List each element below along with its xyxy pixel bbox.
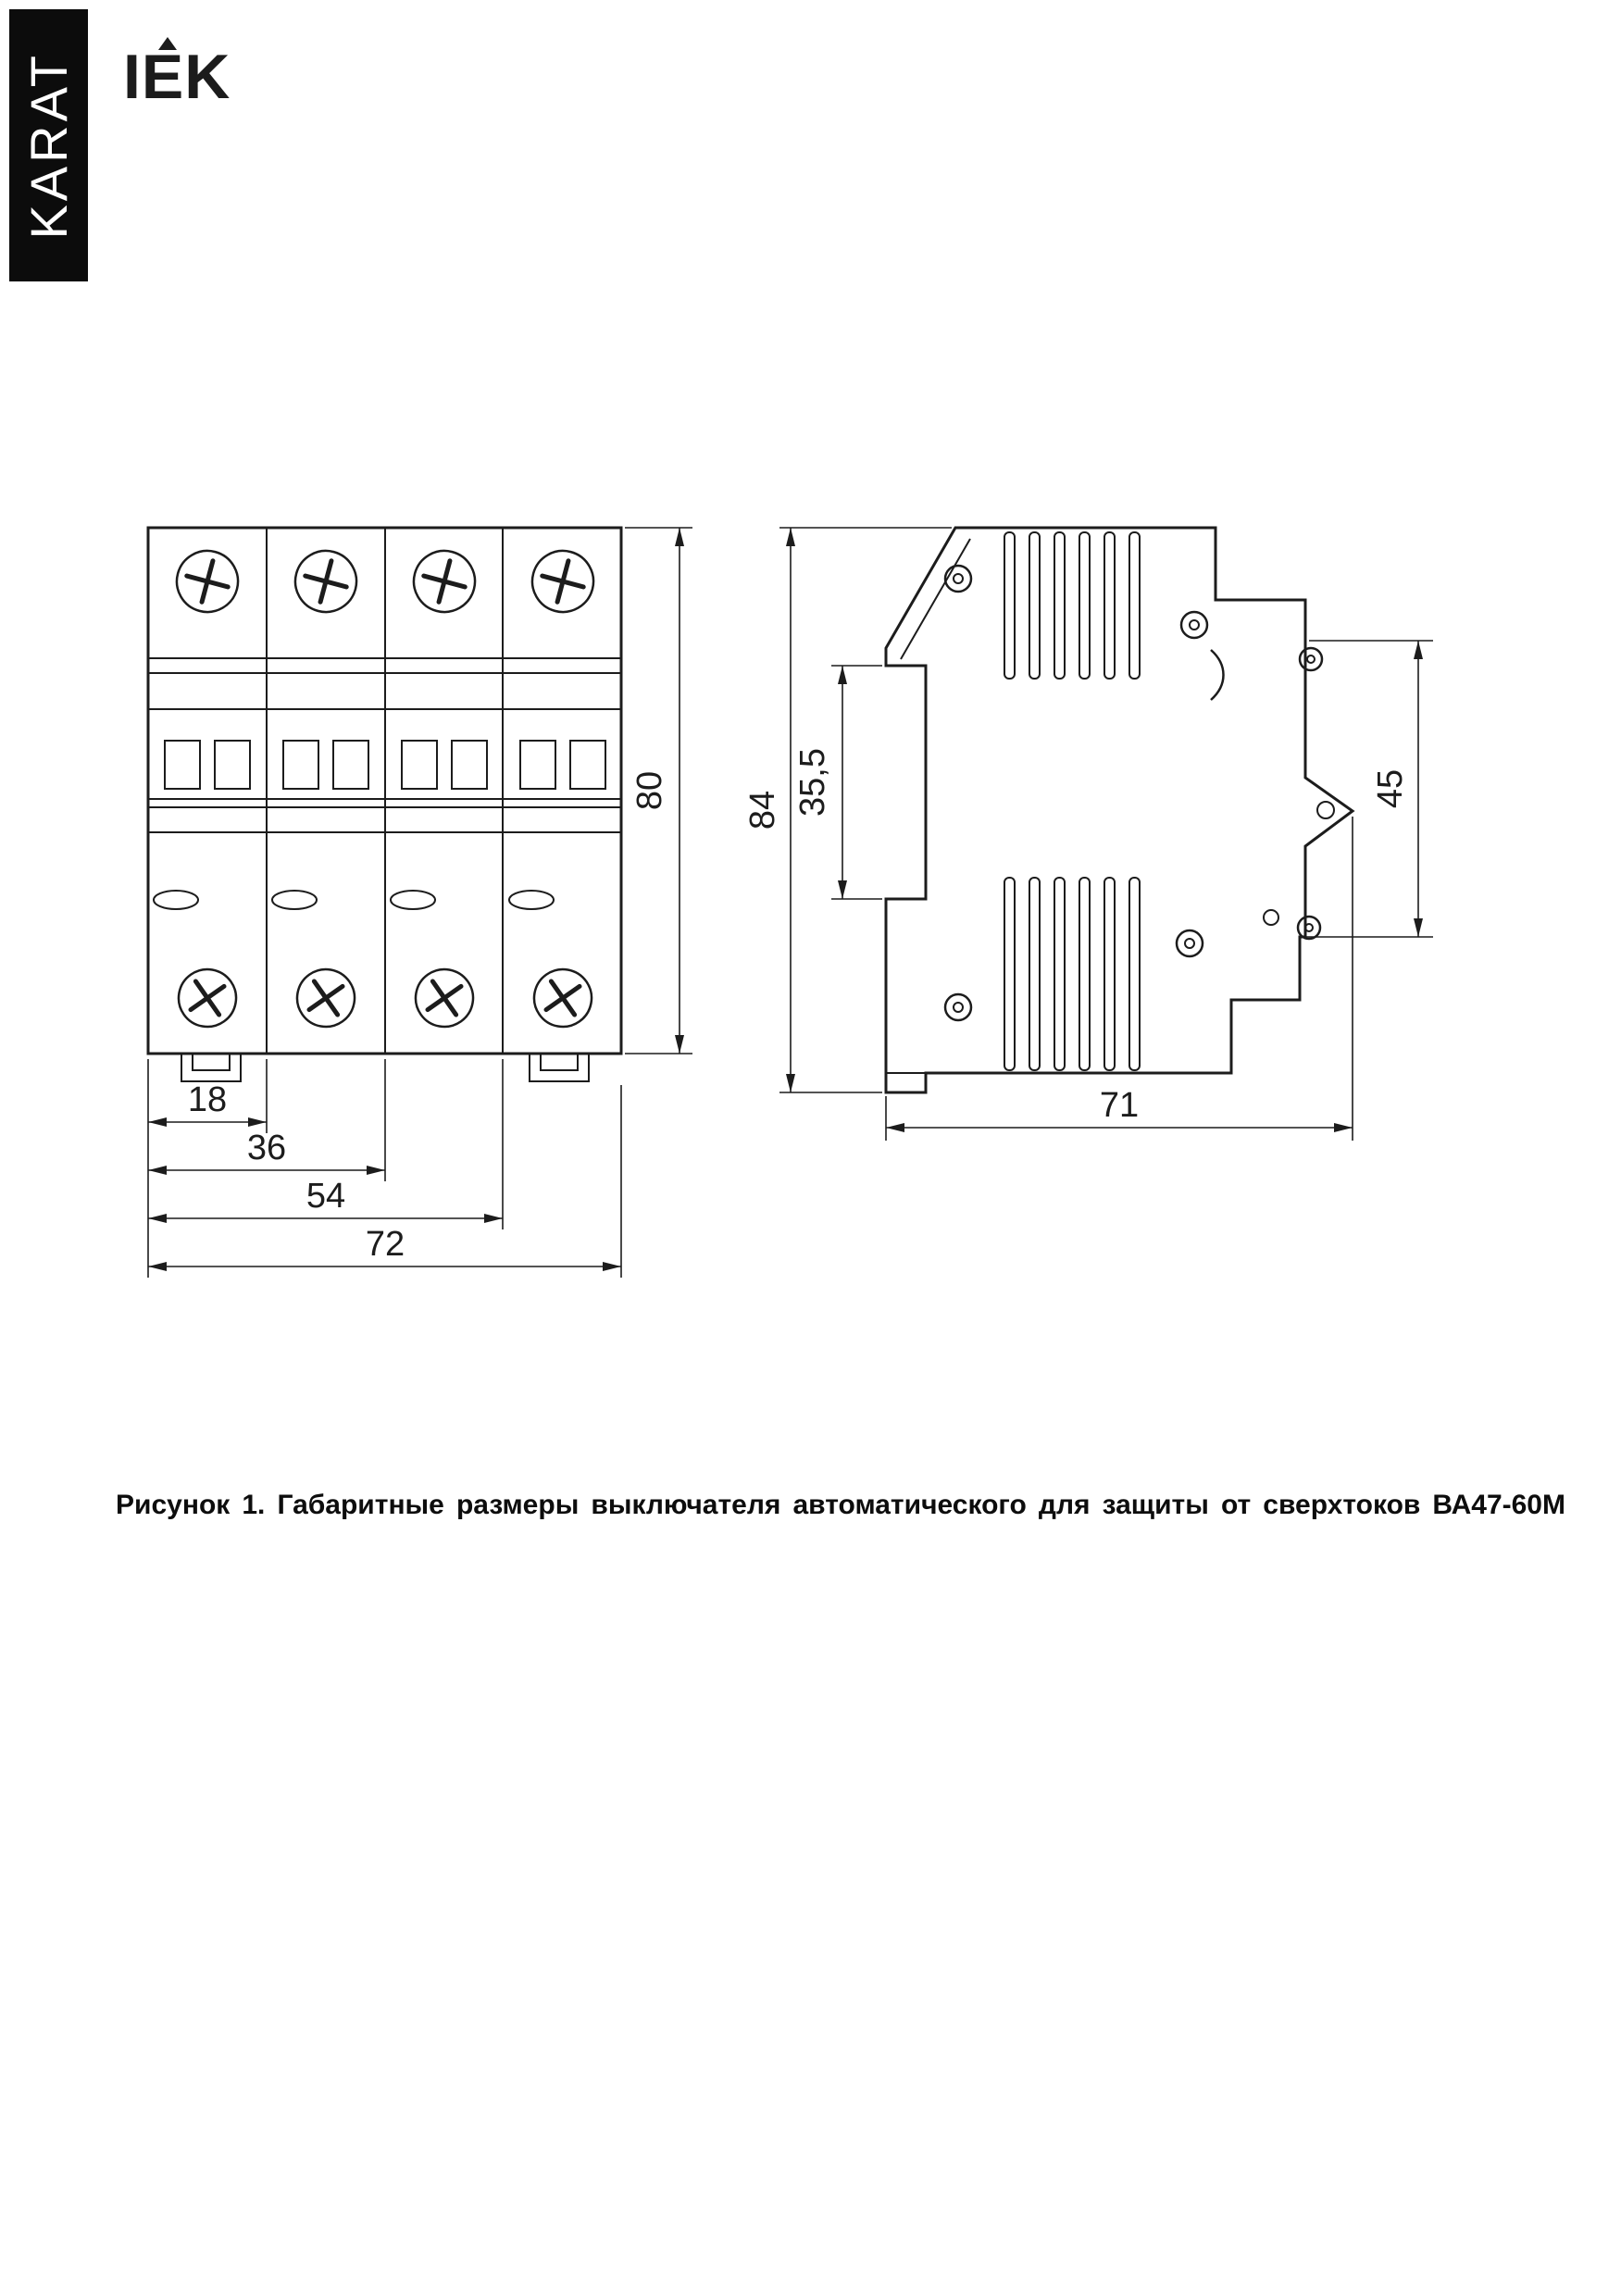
dim-label-84: 84: [743, 791, 782, 830]
dim-latch-45: 45: [1303, 640, 1433, 938]
terminal-screw: [414, 967, 475, 1029]
bottom-terminal-screws: [177, 967, 593, 1029]
dim-height-80: 80: [625, 527, 692, 1054]
terminal-screw: [293, 549, 358, 614]
case-rivets: [943, 564, 1335, 1022]
iek-logo: IEK: [123, 37, 231, 115]
terminal-screw: [177, 967, 238, 1029]
din-clips: [181, 1053, 590, 1082]
terminal-screw: [175, 549, 240, 614]
dim-label-36: 36: [247, 1129, 286, 1167]
dim-label-80: 80: [630, 771, 669, 810]
indicator-windows: [153, 890, 555, 910]
vent-slots-top: [1004, 531, 1141, 680]
dim-label-72: 72: [366, 1225, 405, 1264]
side-body-outline: [884, 526, 1355, 1094]
iek-logo-accent-triangle: [158, 37, 177, 50]
terminal-screw: [412, 549, 477, 614]
curved-slot: [1210, 649, 1225, 701]
panel-lines: [148, 657, 621, 833]
terminal-screw: [530, 549, 595, 614]
terminal-screw: [295, 967, 356, 1029]
dim-label-18: 18: [188, 1080, 227, 1119]
dim-label-71: 71: [1100, 1086, 1139, 1125]
dim-label-35-5: 35,5: [793, 748, 832, 817]
dim-height-84: 84: [743, 527, 952, 1093]
dim-label-45: 45: [1371, 769, 1410, 808]
dim-depth-71: 71: [885, 817, 1353, 1141]
side-view-drawing: 84 35,5 45 71: [743, 526, 1433, 1141]
dim-rail-35-5: 35,5: [793, 665, 882, 900]
karat-banner: KARAT: [9, 9, 88, 281]
front-face-inner-line: [900, 538, 971, 660]
vent-slots-bottom: [1004, 877, 1141, 1071]
dim-widths: 18 36 54 72: [147, 1059, 622, 1278]
pole-dividers: [266, 528, 504, 1054]
terminal-screw: [532, 967, 593, 1029]
figure-caption: Рисунок 1. Габаритные размеры выключател…: [116, 1490, 1565, 1520]
iek-logo-text: IEK: [123, 42, 231, 112]
top-terminal-screws: [175, 549, 595, 614]
front-view-drawing: 80 18 36 54 72: [146, 526, 692, 1278]
toggle-handles: [164, 740, 606, 790]
dim-label-54: 54: [306, 1177, 345, 1216]
